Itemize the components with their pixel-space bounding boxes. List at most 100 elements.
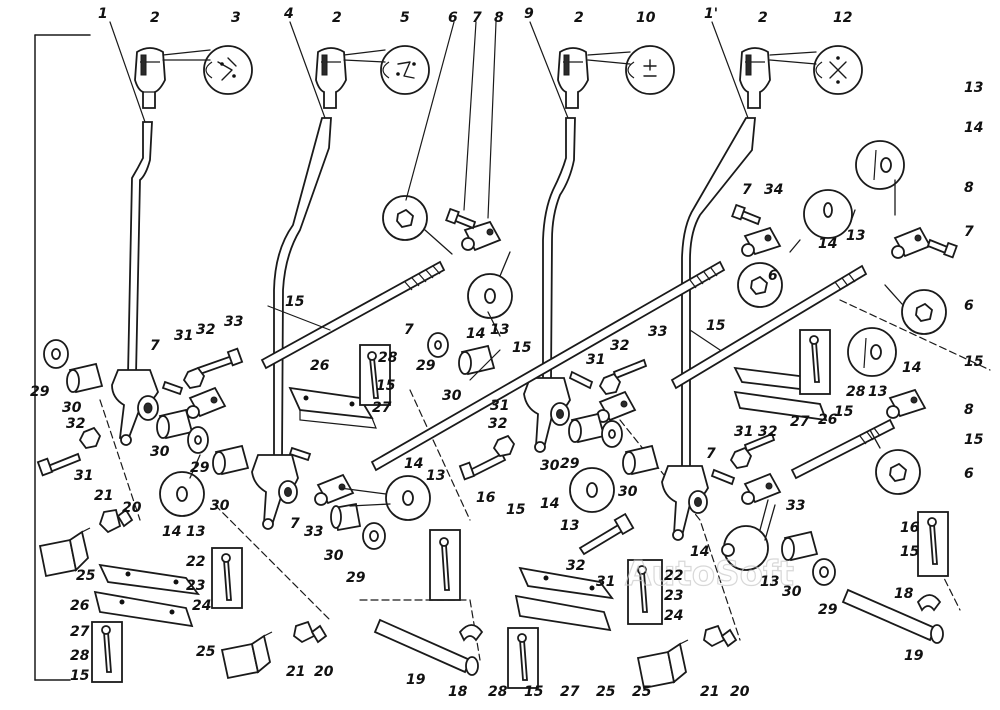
callout-21c: 21 [94,488,113,504]
callout-2d: 2 [758,10,768,26]
shift-lever-1-prime [661,117,756,541]
pin-19-a [373,618,479,676]
callout-2b: 2 [332,10,342,26]
callout-25d: 25 [76,568,96,584]
callout-4: 4 [283,6,294,22]
callout-31f: 31 [734,424,753,440]
callout-20a: 20 [730,684,750,700]
callout-2c: 2 [574,10,584,26]
callout-18b: 18 [894,586,914,602]
callout-19b: 19 [904,648,924,664]
callout-28c: 28 [70,648,90,664]
callout-15a: 15 [964,354,984,370]
rod-15-d [790,418,896,480]
callout-6b: 6 [964,298,974,314]
callout-29f: 29 [818,602,838,618]
callout-26b: 26 [70,598,90,614]
callout-7c: 7 [742,182,752,198]
callout-13b: 13 [846,228,865,244]
callout-26a: 26 [310,358,330,374]
callout-9: 9 [524,6,534,22]
callout-7b: 7 [964,224,974,240]
clevis-33-b [314,473,355,506]
callout-30h: 30 [782,584,802,600]
callout-6: 6 [448,10,458,26]
callout-25b: 25 [596,684,616,700]
callout-29a: 29 [416,358,436,374]
callout-17c: 15 [506,502,526,518]
callout-30a: 30 [442,388,462,404]
callout-12: 12 [833,10,852,26]
callout-27a: 27 [372,400,392,416]
callout-7e: 7 [290,516,300,532]
callout-7f: 7 [150,338,160,354]
detail-circles [159,140,947,571]
callout-27b: 27 [560,684,580,700]
clevis-34 [741,226,782,257]
callout-16a: 16 [476,490,496,506]
callout-30e: 30 [62,400,82,416]
washers [43,332,836,586]
shift-lever-9 [523,117,576,453]
callout-30b: 30 [540,458,560,474]
shift-pattern-plate-5 [380,45,430,95]
knob-3 [557,47,589,109]
shift-pattern-plate-12 [813,45,863,95]
brackets [93,366,828,632]
callout-32e: 32 [196,322,215,338]
callout-24b: 24 [192,598,211,614]
shift-lever-1 [111,121,159,446]
screw-kits [91,329,949,689]
callout-31c: 31 [596,574,615,590]
callout-30g: 30 [210,498,230,514]
callout-13c: 13 [490,322,509,338]
leader-lines [109,21,749,381]
callout-6c: 6 [964,466,974,482]
callout-29b: 29 [560,456,580,472]
bushings [66,344,819,562]
callout-22a: 22 [664,568,683,584]
callout-10: 10 [636,10,656,26]
bolts [36,203,958,556]
callout-15e: 15 [512,340,532,356]
callout-7d: 7 [404,322,414,338]
callout-25a: 25 [632,684,652,700]
clips [116,508,942,648]
callout-32c: 32 [566,558,585,574]
callout-17d: 15 [70,668,90,684]
callout-29c: 29 [346,570,366,586]
callout-13h: 13 [868,384,887,400]
callout-25c: 25 [196,644,216,660]
clevis-33-d [741,472,782,505]
callout-17b: 15 [524,684,544,700]
callout-24a: 24 [664,608,683,624]
watermark-text: AutoSoft [625,554,794,594]
rod-15-c [670,264,868,390]
callout-33c: 33 [224,314,243,330]
callout-8b: 8 [964,180,974,196]
clevis-33-a [186,386,227,419]
callout-13a: 13 [964,80,983,96]
rod-15-a [260,260,446,370]
callout-13g: 13 [760,574,779,590]
callout-5: 5 [400,10,410,26]
shift-pattern-plate-3 [203,45,253,95]
callout-30d: 30 [324,548,344,564]
shift-pattern-plate-10 [625,45,675,95]
callout-3: 3 [231,10,241,26]
callout-32b: 32 [610,338,629,354]
callout-23b: 23 [186,578,205,594]
callout-17e: 15 [900,544,920,560]
callout-8c: 8 [964,402,974,418]
callout-14b: 14 [818,236,837,252]
callout-14g: 14 [690,544,709,560]
callout-31b: 31 [586,352,605,368]
clevis-8-a [461,220,502,252]
callout-31a: 31 [490,398,509,414]
callout-7g: 7 [706,446,716,462]
callout-21b: 21 [286,664,305,680]
callout-14f: 14 [162,524,181,540]
callout-31d: 31 [74,468,93,484]
callout-14e: 14 [404,456,423,472]
